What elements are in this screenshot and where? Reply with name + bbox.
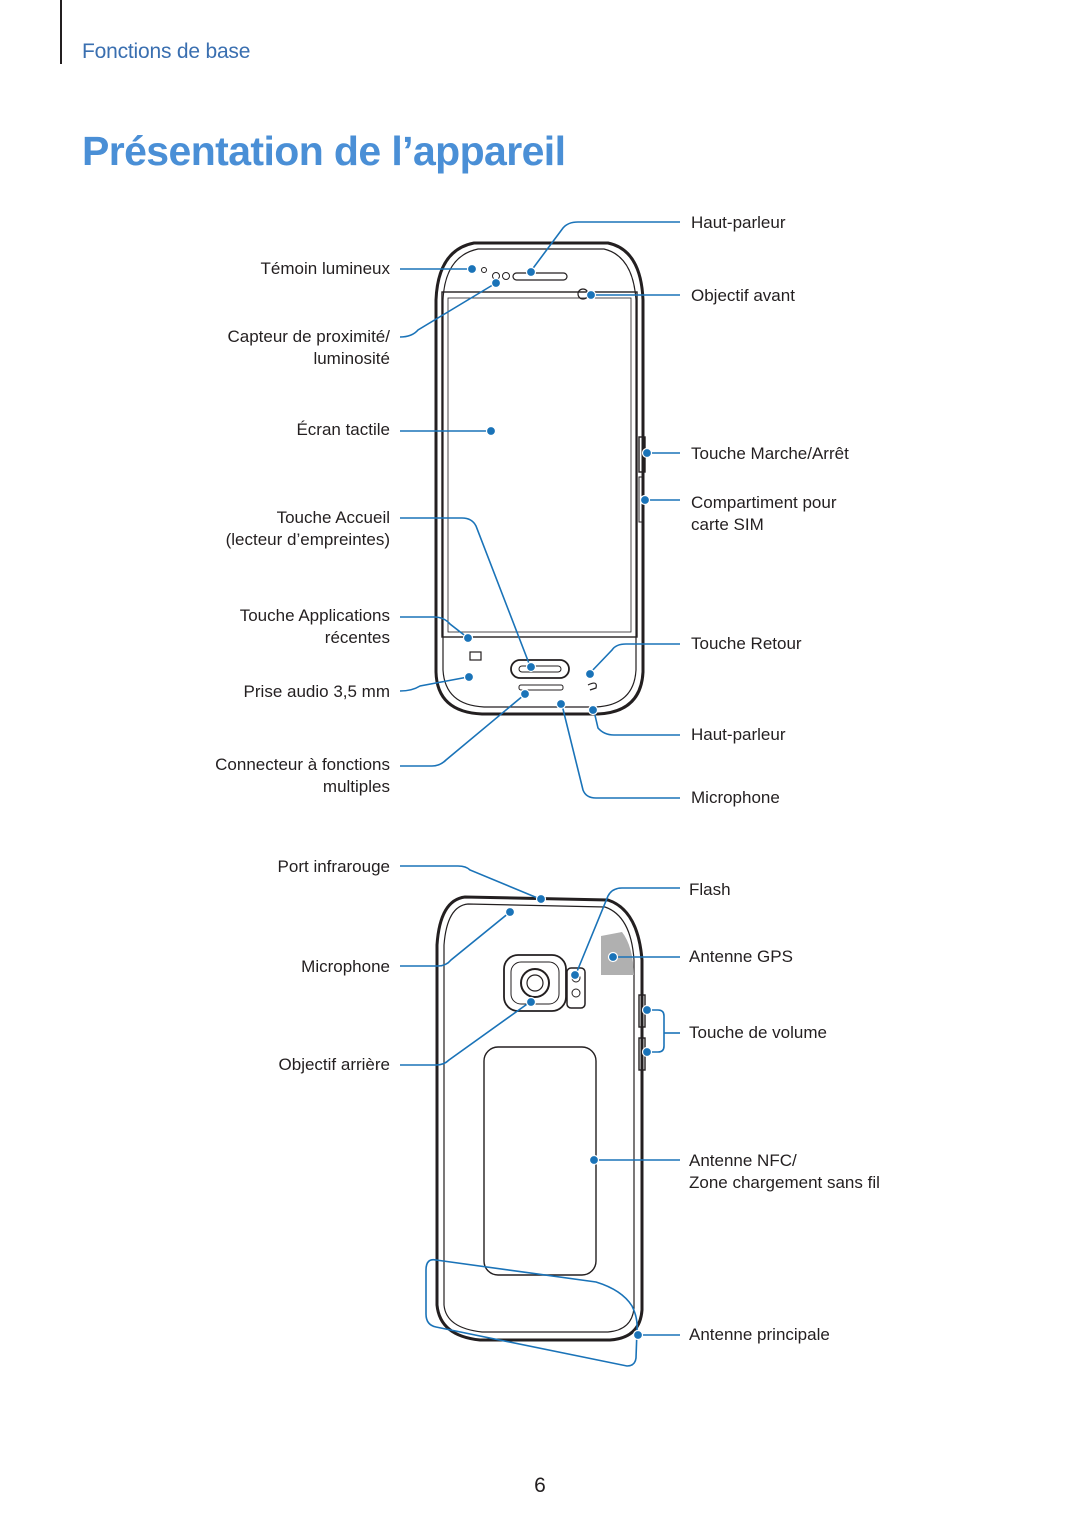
label-port-infrarouge: Port infrarouge [277, 857, 390, 876]
label-microphone-back: Microphone [301, 957, 390, 976]
label-sim-line2: carte SIM [691, 515, 764, 534]
label-touche-retour: Touche Retour [691, 634, 802, 653]
label-nfc-line2: Zone chargement sans fil [689, 1173, 880, 1192]
label-ecran-tactile: Écran tactile [296, 420, 390, 439]
gps-antenna-area [601, 932, 634, 975]
phone-back [435, 895, 646, 1342]
header-rule-lower [60, 42, 62, 64]
label-connecteur: Connecteur à fonctions multiples [215, 754, 390, 798]
label-connecteur-line2: multiples [322, 777, 390, 796]
label-flash: Flash [689, 880, 731, 899]
callout-dots [462, 263, 653, 1341]
label-connecteur-line1: Connecteur à fonctions [215, 755, 390, 774]
label-touche-volume: Touche de volume [689, 1023, 827, 1042]
label-sim-line1: Compartiment pour [691, 493, 837, 512]
section-heading: Fonctions de base [82, 40, 251, 63]
label-touche-applications: Touche Applications récentes [240, 605, 390, 649]
label-microphone-front: Microphone [691, 788, 780, 807]
label-haut-parleur-bottom: Haut-parleur [691, 725, 786, 744]
label-touche-accueil: Touche Accueil (lecteur d’empreintes) [226, 507, 390, 551]
header-rule [60, 0, 62, 44]
label-objectif-avant: Objectif avant [691, 286, 795, 305]
label-apps-line1: Touche Applications [239, 606, 390, 625]
label-apps-line2: récentes [324, 628, 390, 647]
label-capteur-proximite: Capteur de proximité/ luminosité [227, 326, 390, 370]
label-antenne-principale: Antenne principale [689, 1325, 830, 1344]
label-antenne-nfc: Antenne NFC/ Zone chargement sans fil [689, 1150, 880, 1194]
label-compartiment-sim: Compartiment pour carte SIM [691, 492, 837, 536]
callouts [399, 221, 680, 1367]
phone-front [434, 241, 646, 716]
label-capteur-line2: luminosité [313, 349, 390, 368]
label-objectif-arriere: Objectif arrière [278, 1055, 390, 1074]
label-temoin-lumineux: Témoin lumineux [260, 259, 390, 278]
label-accueil-line2: (lecteur d’empreintes) [225, 530, 390, 549]
label-touche-marche: Touche Marche/Arrêt [691, 444, 849, 463]
label-haut-parleur-top: Haut-parleur [691, 213, 786, 232]
label-capteur-line1: Capteur de proximité/ [227, 327, 390, 346]
label-antenne-gps: Antenne GPS [689, 947, 793, 966]
label-prise-audio: Prise audio 3,5 mm [243, 682, 390, 701]
label-accueil-line1: Touche Accueil [276, 508, 390, 527]
nfc-area [483, 1046, 597, 1276]
label-nfc-line1: Antenne NFC/ [689, 1151, 797, 1170]
page-number: 6 [534, 1474, 546, 1497]
page-title: Présentation de l’appareil [82, 128, 566, 174]
